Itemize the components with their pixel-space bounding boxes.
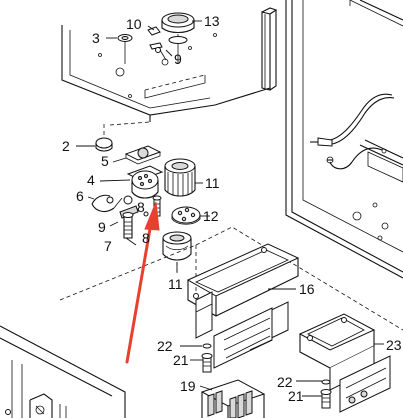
callout-9-top: 9	[174, 51, 182, 67]
callout-10: 10	[126, 16, 142, 32]
part-11-gland-upper	[164, 158, 196, 197]
cable-harness	[310, 93, 395, 170]
lower-left-cabinet	[0, 325, 126, 418]
callout-8-upper: 8	[137, 199, 145, 215]
callout-23: 23	[386, 337, 402, 353]
callout-11-lower: 11	[168, 276, 183, 292]
part-13-collar	[161, 12, 195, 64]
cabinet-box	[285, 0, 403, 279]
callout-12: 12	[203, 208, 219, 224]
callout-7: 7	[104, 238, 112, 254]
callout-21-left: 21	[173, 352, 189, 368]
callout-21-right: 21	[288, 388, 304, 404]
part-23-housing	[298, 313, 391, 413]
red-arrow	[125, 201, 160, 364]
part-11-gland-lower	[162, 231, 192, 276]
part-16-housing	[186, 243, 300, 369]
top-fasteners	[117, 26, 167, 64]
callout-3: 3	[92, 30, 100, 46]
leader-lines	[76, 20, 384, 397]
part-19-terminal-block	[200, 379, 266, 418]
callout-16: 16	[299, 281, 315, 297]
callout-19: 19	[180, 378, 196, 394]
callout-8-lower: 8	[142, 230, 150, 246]
vertical-rail	[261, 7, 278, 91]
callout-labels: 10 13 3 9 2 5 4 11 6 8 9 12 7 8 11 16 22…	[62, 13, 402, 404]
part-7-screw	[122, 212, 134, 239]
screws-22-21-right	[320, 379, 332, 409]
part-12-insert	[171, 206, 201, 225]
part-4-connector-insert	[126, 165, 164, 199]
part-5-flange	[124, 145, 162, 165]
callout-6: 6	[76, 188, 84, 204]
top-panel	[61, 25, 271, 126]
callout-11-upper: 11	[205, 175, 220, 191]
screws-22-21-left	[201, 343, 213, 373]
callout-13: 13	[204, 13, 220, 29]
callout-4: 4	[87, 172, 95, 188]
callout-2: 2	[62, 138, 70, 154]
callout-5: 5	[101, 153, 109, 169]
mounting-panel-outline	[59, 226, 403, 331]
callout-9-lower: 9	[98, 219, 106, 235]
part-2-grommet	[95, 124, 113, 152]
callout-22-left: 22	[157, 338, 173, 354]
callout-22-right: 22	[277, 374, 293, 390]
